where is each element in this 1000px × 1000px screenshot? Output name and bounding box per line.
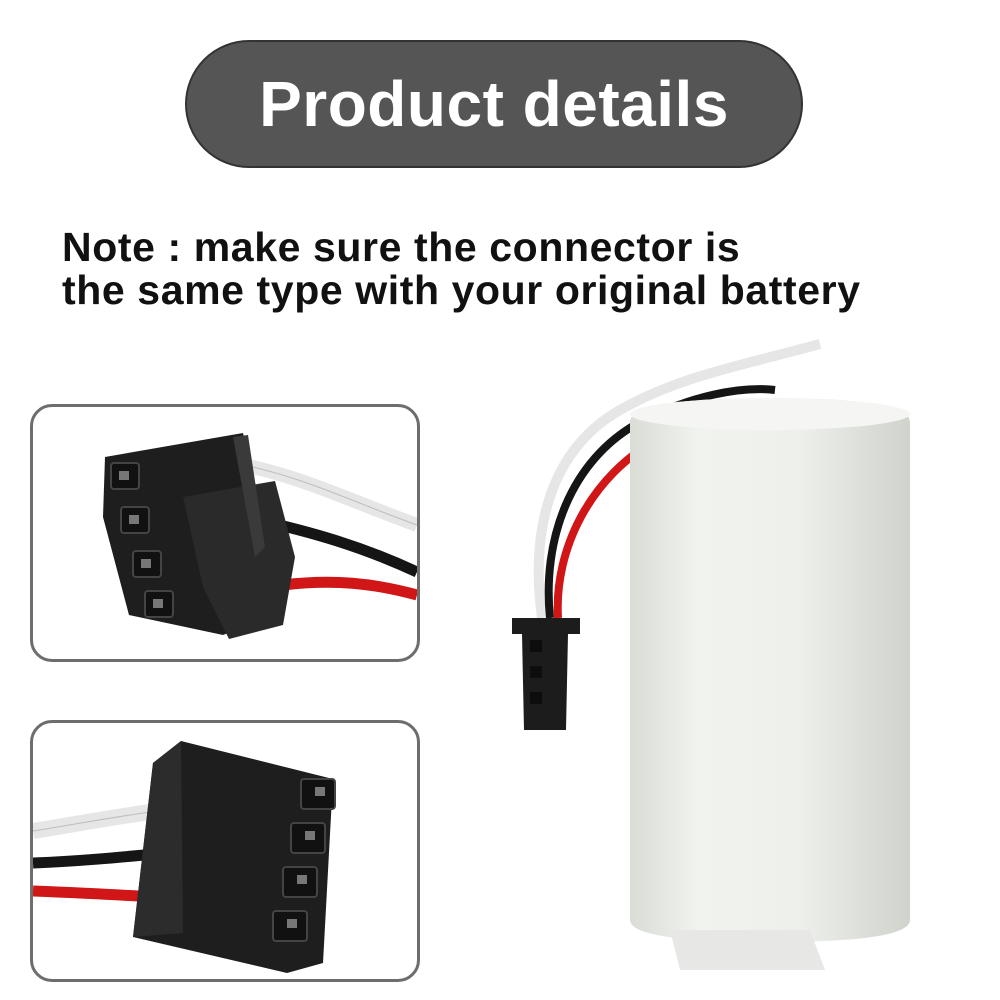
note-line-2: the same type with your original battery <box>62 267 861 313</box>
note-text: Note : make sure the connector is the sa… <box>62 226 972 312</box>
connector-closeup-bottom-image <box>33 741 336 973</box>
note-line-1: Note : make sure the connector is <box>62 224 741 270</box>
connector-closeup-top <box>30 404 420 662</box>
banner-title: Product details <box>259 68 729 140</box>
connector-closeup-top-image <box>103 433 417 639</box>
connector-closeup-bottom <box>30 720 420 982</box>
title-banner: Product details <box>185 40 803 168</box>
battery-image <box>512 339 910 970</box>
battery-with-connector <box>490 330 930 980</box>
